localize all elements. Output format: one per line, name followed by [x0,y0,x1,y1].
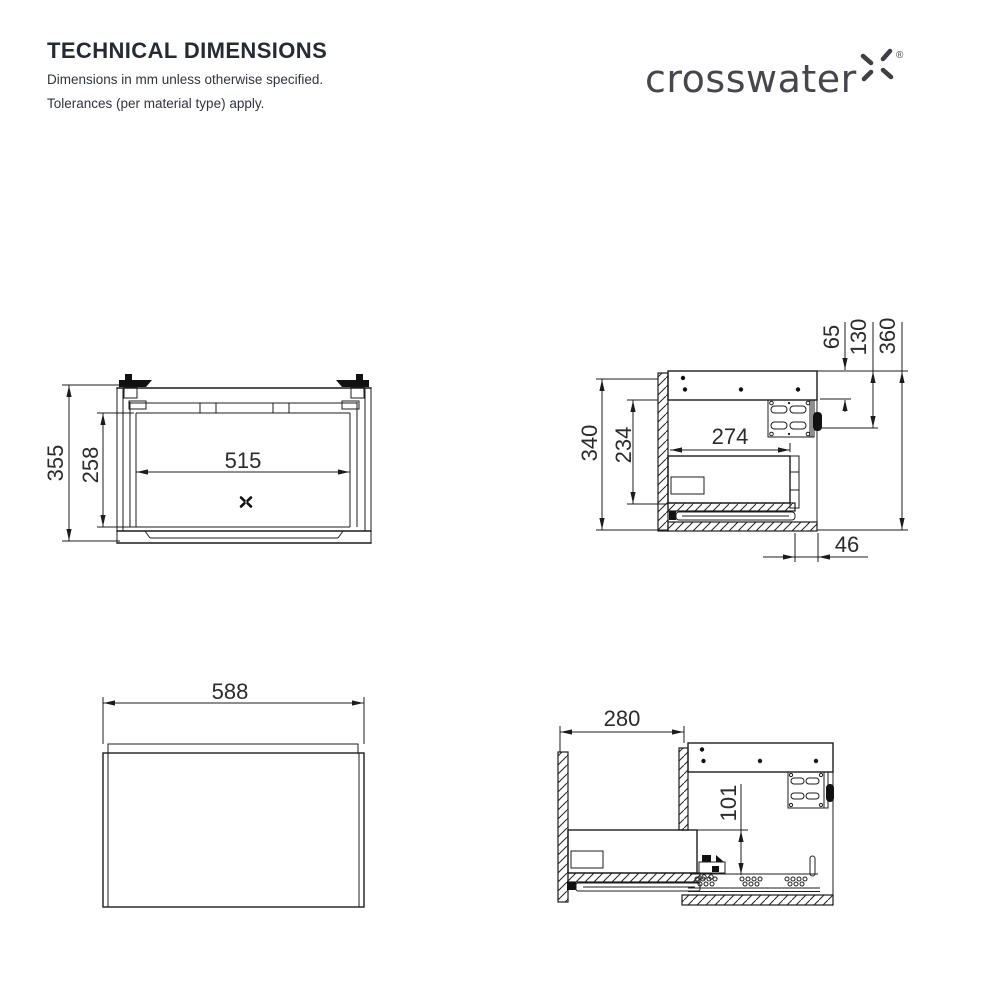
dim-overall-height-label: 355 [43,445,68,482]
dim-front-clearance: 46 [763,532,868,562]
dim-total-height-label: 360 [875,318,900,355]
dim-overall-height: 355 [43,384,120,542]
latch-mechanism [698,855,726,880]
dim-overall-width: 588 [102,679,365,744]
bracket-cam [813,412,822,431]
dim-inner-height: 258 [78,412,138,528]
cabinet-front [102,743,365,908]
wall-bracket-left [119,374,152,410]
dim-inner-height-label: 258 [78,447,103,484]
crosswater-x-mark-icon [239,496,253,508]
crosswater-x-icon [860,48,894,82]
dim-top-to-rail-label: 65 [819,325,844,349]
dim-inner-width-label: 515 [225,448,262,473]
front-view-open-drawing: 355 258 [43,374,372,544]
drawer-front-panel [557,751,569,903]
page-title: TECHNICAL DIMENSIONS [47,38,328,63]
dim-top-to-bracket-label: 130 [846,319,871,356]
dim-total-height: 360 [817,318,908,531]
subtitle-line-2: Tolerances (per material type) apply. [47,96,265,111]
cabinet-body [678,742,834,906]
side-view-extended-drawing: 280 [557,706,834,906]
dim-drawer-depth: 274 [670,424,791,453]
cabinet-outline [116,387,372,544]
dim-overall-width-label: 588 [212,679,249,704]
dim-top-to-bracket: 130 [818,319,878,429]
dim-extension-label: 280 [604,706,641,731]
subtitle-line-1: Dimensions in mm unless otherwise specif… [47,72,324,87]
dim-overall-height-label: 340 [577,425,602,462]
dim-clearance-height: 101 [697,784,748,875]
bracket-cam [826,784,834,802]
back-wall-hatch [657,372,669,532]
mounting-bracket [767,399,822,438]
dim-extension: 280 [559,706,685,752]
dim-inner-width: 515 [136,448,350,475]
registered-trademark: ® [896,50,904,61]
drawer-box [567,829,701,892]
drawer-side [667,455,800,509]
slide-rail-rollers [688,855,820,892]
dim-inner-height-label: 234 [611,427,636,464]
front-view-closed-drawing: 588 [102,679,365,908]
dim-drawer-depth-label: 274 [712,424,749,449]
dim-overall-height: 340 [577,378,668,531]
mounting-bracket [787,771,834,809]
slide-rail [667,502,796,521]
dim-top-to-rail: 65 [817,322,908,412]
crosswater-wordmark: crosswater [645,57,857,101]
side-section-drawing: 340 234 [577,318,908,562]
stop-pin [809,855,816,877]
wall-bracket-right [336,374,369,410]
dim-clearance-height-label: 101 [716,785,741,822]
dim-front-clearance-label: 46 [835,532,859,557]
